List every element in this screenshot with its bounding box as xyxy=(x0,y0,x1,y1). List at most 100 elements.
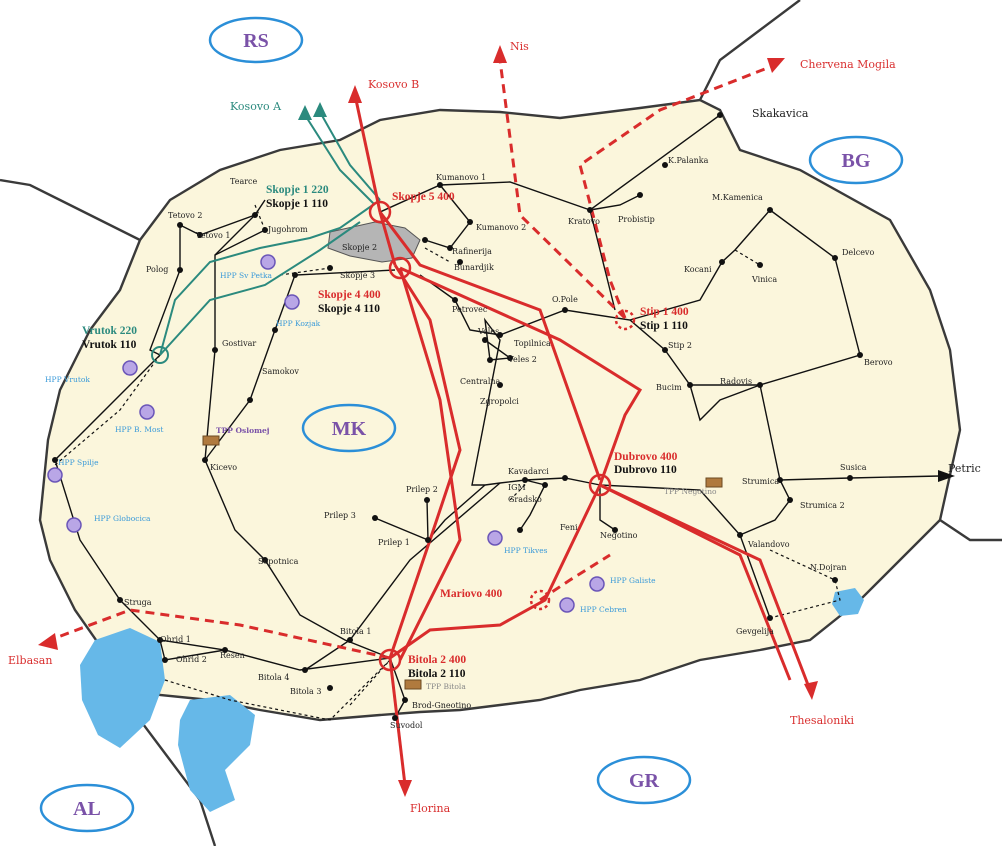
line-400-dubrovo-thes2 xyxy=(599,483,792,681)
arrowhead-chervena xyxy=(767,58,785,73)
border-bg-gr xyxy=(939,519,1002,542)
label-tetovo2: Tetovo 2 xyxy=(168,211,202,220)
label-hpp-globocica: HPP Globocica xyxy=(94,514,151,523)
label-skopje1-sub: Skopje 1 110 xyxy=(266,198,328,210)
label-suvodol: Suvodol xyxy=(390,721,423,730)
planned-400-elbasan xyxy=(49,608,391,660)
arrowhead-petric xyxy=(938,470,955,482)
line-110-15 xyxy=(374,517,429,541)
label-rafinerija: Rafinerija xyxy=(452,247,492,256)
line-110-3 xyxy=(589,194,641,211)
label-tetovo1: Tetovo 1 xyxy=(196,231,230,240)
label-kumanovo1: Kumanovo 1 xyxy=(436,173,486,182)
tpp-negotino-icon xyxy=(705,477,723,488)
plant-labels: HPP Vrutok HPP B. Most HPP Spilje HPP Gl… xyxy=(45,271,717,691)
arrowhead-thesaloniki xyxy=(804,681,818,700)
label-hpp-svpetka: HPP Sv Petka xyxy=(220,271,272,280)
dashed-110-6 xyxy=(769,549,841,619)
label-feni: Feni xyxy=(560,523,578,532)
country-label-bg: BG xyxy=(842,150,871,172)
line-110-12 xyxy=(471,317,601,486)
line-400-skopje5-bitola xyxy=(388,264,462,659)
tpp-oslomej-icon xyxy=(202,435,220,446)
thermal-plants xyxy=(202,435,723,690)
hpp-bmost-icon xyxy=(139,404,155,420)
line-110-9 xyxy=(739,479,791,619)
country-markers xyxy=(39,16,904,833)
line-400-bitola-florina xyxy=(388,657,407,786)
label-tpp-oslomej: TPP Oslomej xyxy=(216,426,270,435)
dashed-110-5 xyxy=(734,249,761,266)
line-110-19 xyxy=(204,459,391,659)
dir-petric: Petric xyxy=(948,462,981,475)
label-skopje4: Skopje 4 400 xyxy=(318,289,381,301)
line-220-1 xyxy=(159,199,381,356)
lines-400kv-planned xyxy=(49,59,776,660)
skopje-area xyxy=(327,221,421,263)
line-110-22 xyxy=(149,225,181,356)
arrowhead-elbasan xyxy=(38,633,58,650)
dir-kosovo-b: Kosovo B xyxy=(368,78,419,91)
line-110-7 xyxy=(689,384,761,422)
label-hpp-kozjak: HPP Kozjak xyxy=(276,319,321,328)
line-110-2 xyxy=(424,184,471,249)
line-400-skopje4-dubrovo xyxy=(399,266,643,486)
label-gradsko: Gradsko xyxy=(508,495,542,504)
dashed-110-4 xyxy=(424,247,451,263)
label-valandovo: Valandovo xyxy=(747,540,790,549)
tpp-bitola-icon xyxy=(404,679,422,690)
line-220-kosovo-a2 xyxy=(319,111,381,201)
label-jugohrom: Jugohrom xyxy=(267,225,308,234)
substation-rings xyxy=(368,200,636,672)
label-stip2: Stip 2 xyxy=(668,341,692,350)
line-400-kosovo-b xyxy=(353,94,382,213)
label-kavadarci: Kavadarci xyxy=(508,467,549,476)
country-label-mk: MK xyxy=(332,418,367,440)
label-brod-gneotino: Brod-Gneotino xyxy=(412,701,471,710)
label-mkamenica: M.Kamenica xyxy=(712,193,763,202)
dir-florina: Florina xyxy=(410,802,451,815)
planned-400-mariovo xyxy=(539,553,611,602)
label-prilep2: Prilep 2 xyxy=(406,485,438,494)
line-110-11 xyxy=(599,485,616,531)
label-zgropolci: Zgropolci xyxy=(480,397,519,406)
dir-kosovo-a: Kosovo A xyxy=(230,100,282,113)
arrowheads-400kv xyxy=(38,45,818,797)
label-strumica: Strumica xyxy=(742,477,779,486)
label-kicevo: Kicevo xyxy=(210,463,237,472)
lines-220kv xyxy=(159,111,381,356)
label-bitola4: Bitola 4 xyxy=(258,673,289,682)
hpp-cebren-icon xyxy=(559,597,575,613)
label-kpalanka: K.Palanka xyxy=(668,156,709,165)
label-stip: Stip 1 400 xyxy=(640,306,689,318)
label-skopje4-sub: Skopje 4 110 xyxy=(318,303,380,315)
label-skopje3: Skopje 3 xyxy=(340,271,375,280)
hpp-tikves-icon xyxy=(487,530,503,546)
label-skopje2: Skopje 2 xyxy=(342,243,377,252)
arrowhead-nis xyxy=(493,45,507,63)
dashed-110-3 xyxy=(279,267,331,276)
label-vrutok: Vrutok 220 xyxy=(82,325,137,337)
label-kocani: Kocani xyxy=(684,265,712,274)
country-ring-mk xyxy=(301,403,397,453)
substation-dots xyxy=(52,112,863,721)
country-ring-gr xyxy=(596,755,692,805)
label-hpp-spilje: HPP Spilje xyxy=(58,458,99,467)
label-bitola2: Bitola 2 400 xyxy=(408,654,466,666)
arrow-kosovo-a xyxy=(298,102,327,120)
arrowhead-kosovo-b xyxy=(348,85,362,103)
country-ring-bg xyxy=(808,135,904,185)
lines-110kv-planned xyxy=(54,204,841,721)
line-110-5 xyxy=(419,209,861,386)
line-110-14 xyxy=(426,484,486,542)
ring-stip xyxy=(614,309,636,331)
label-polog: Polog xyxy=(146,265,168,274)
label-bucim: Bucim xyxy=(656,383,682,392)
line-220-2 xyxy=(159,221,361,356)
dir-skakavica: Skakavica xyxy=(752,107,809,120)
planned-400-nis xyxy=(498,59,627,320)
ring-vrutok xyxy=(151,346,169,364)
dir-thesaloniki: Thesaloniki xyxy=(790,714,855,727)
label-prilep3: Prilep 3 xyxy=(324,511,356,520)
ring-skopje4 xyxy=(388,256,412,280)
